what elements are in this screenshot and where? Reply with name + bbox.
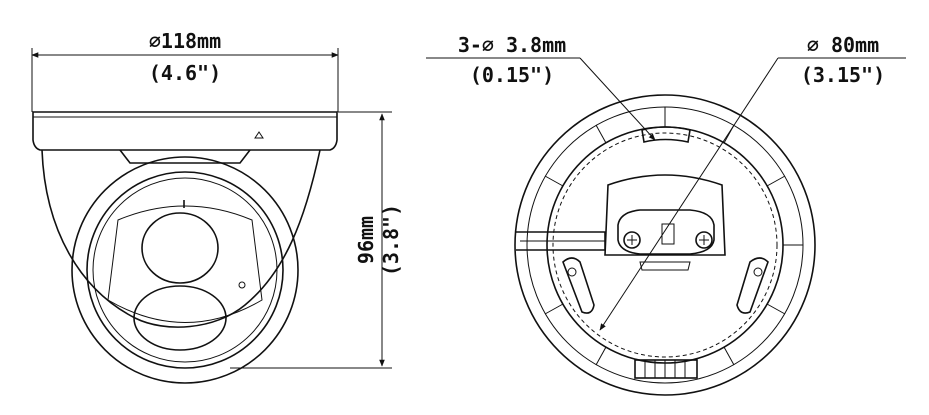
- width-metric-label: ∅118mm: [149, 29, 221, 53]
- mounting-base: [32, 111, 338, 151]
- dome-housing: [41, 149, 321, 328]
- hole-metric-label: 3-∅ 3.8mm: [458, 33, 566, 57]
- radial-ribs: [544, 107, 803, 366]
- width-imperial-label: (4.6"): [149, 61, 221, 85]
- circle-imperial-label: (3.15"): [801, 63, 885, 87]
- right-slot-hole: [753, 267, 763, 277]
- hole-leader-line: [579, 57, 656, 141]
- connector-teeth: [644, 360, 686, 378]
- base-inner-rim: [526, 106, 804, 384]
- left-slot-hole: [567, 267, 577, 277]
- arrow-mark: [254, 131, 264, 139]
- lower-lens: [133, 285, 227, 351]
- height-metric-label: 96mm: [354, 216, 378, 264]
- circle-diameter-line: [599, 57, 779, 331]
- center-mount-plate: [604, 174, 726, 256]
- circle-metric-label: ∅ 80mm: [807, 33, 879, 57]
- top-mounting-slot: [641, 126, 691, 143]
- left-mounting-slot: [562, 257, 595, 314]
- right-mounting-slot: [736, 257, 769, 314]
- height-imperial-label: (3.8"): [379, 204, 403, 276]
- screw-left-slot: [627, 235, 637, 245]
- camera-ball-ring: [86, 171, 284, 369]
- base-outer-circle: [514, 94, 816, 396]
- sensor-dot: [238, 281, 246, 289]
- base-notch: [119, 149, 251, 164]
- bottom-connector: [634, 359, 698, 379]
- center-bracket: [617, 209, 715, 255]
- lens-bezel: [107, 205, 263, 323]
- screw-left-icon: [623, 231, 641, 249]
- bottom-view-base: 3-∅ 3.8mm (0.15") ∅ 80mm (3.15"): [426, 33, 906, 396]
- camera-ball-ring-inner: [92, 177, 278, 363]
- hole-imperial-label: (0.15"): [470, 63, 554, 87]
- upper-lens: [141, 212, 219, 284]
- screw-right-slot: [699, 235, 709, 245]
- front-view-camera: ∅118mm (4.6") 96mm (3.8"): [31, 29, 403, 384]
- label-tag: [661, 223, 675, 245]
- base-inner-circle: [546, 126, 784, 364]
- camera-ball-outer: [71, 156, 299, 384]
- screw-right-icon: [695, 231, 713, 249]
- tilt-bar: [639, 261, 691, 271]
- mounting-circle: [552, 132, 778, 358]
